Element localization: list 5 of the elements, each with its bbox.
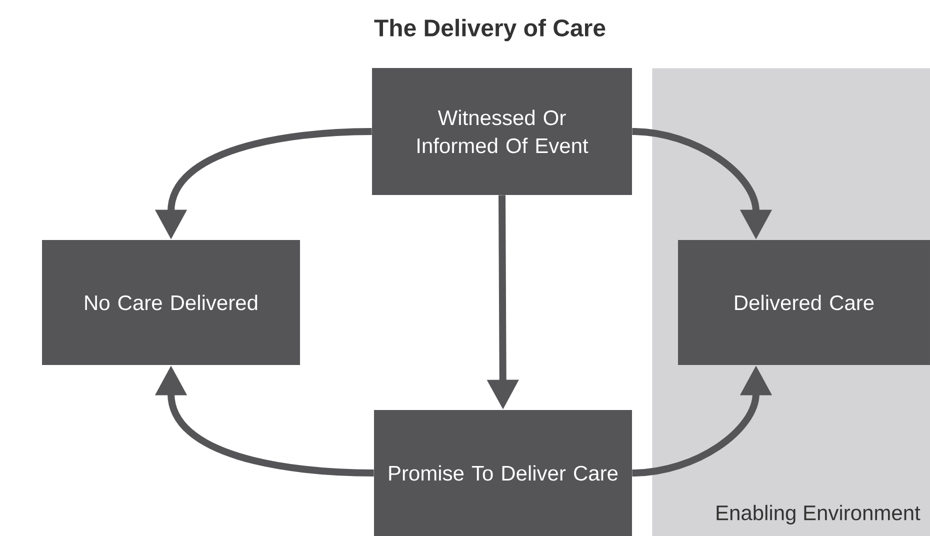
process-box: Promise To Deliver Care: [374, 410, 632, 536]
title: The Delivery of Care: [374, 18, 606, 42]
process-box: Witnessed Or Informed Of Event: [372, 68, 632, 195]
process-box: No Care Delivered: [42, 240, 300, 365]
process-box: Delivered Care: [678, 240, 930, 365]
